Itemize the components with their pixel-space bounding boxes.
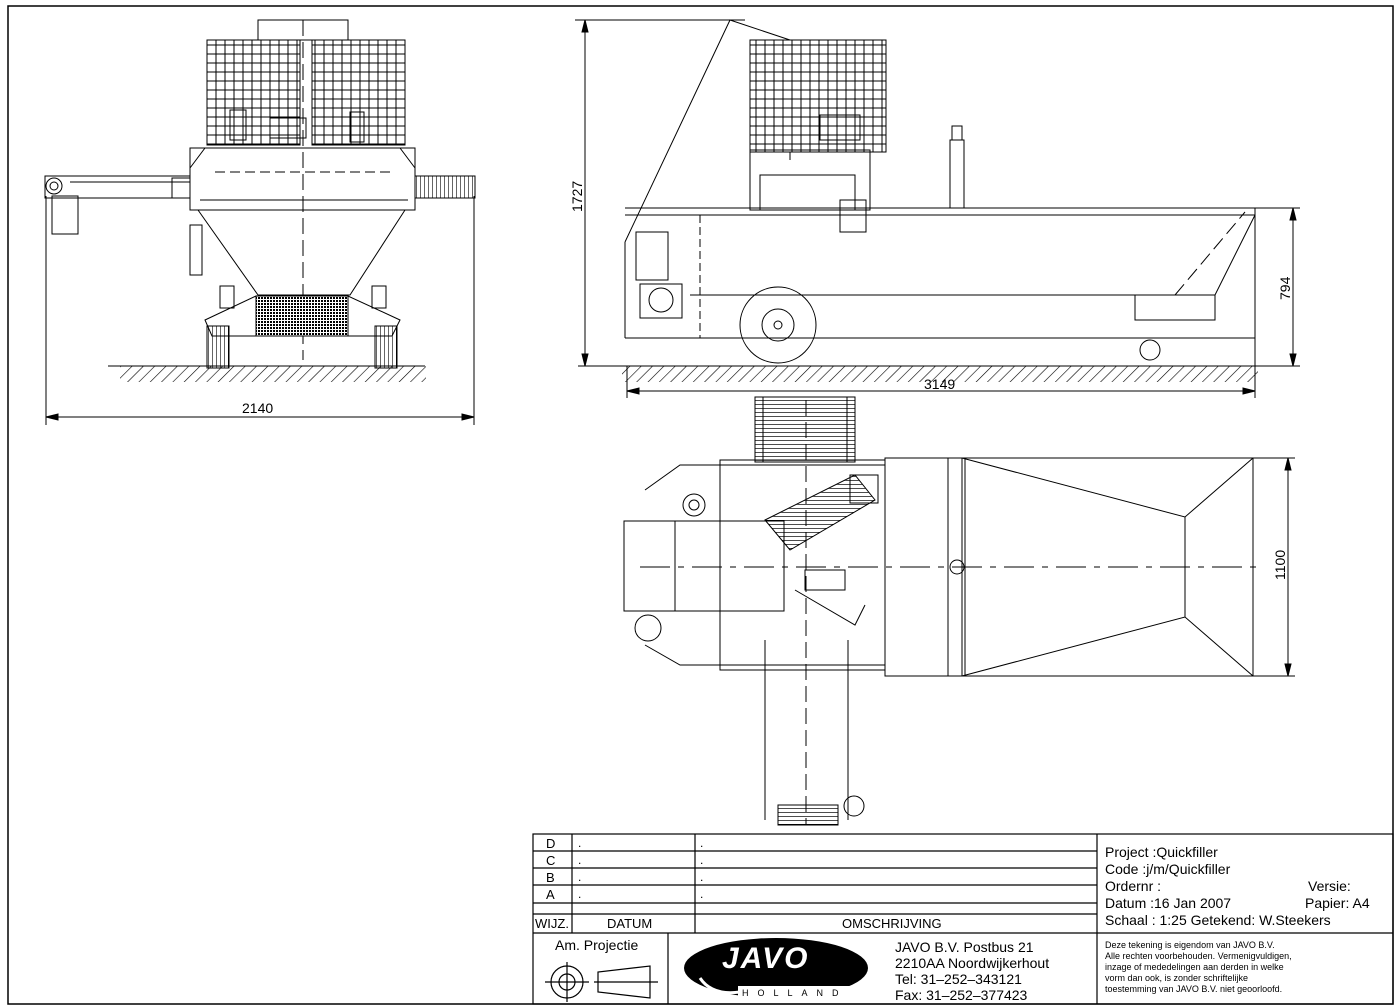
project-ordernr: Ordernr : [1105,878,1162,894]
side-view [575,19,1300,398]
dim-top-width: 1100 [1272,550,1288,580]
projection-label: Am. Projectie [555,937,639,953]
project-code: Code :j/m/Quickfiller [1105,861,1231,877]
logo-word: JAVO [722,942,810,975]
rev-letter-b: B [546,870,555,885]
header-omschrijving: OMSCHRIJVING [842,916,942,931]
header-wijz: WIJZ. [535,916,569,931]
notice-line-2: Alle rechten voorbehouden. Vermenigvuldi… [1105,951,1292,961]
dim-side-hopper-height: 794 [1277,276,1293,300]
notice-line-3: inzage of mededelingen aan derden in wel… [1105,962,1284,972]
notice-line-1: Deze tekening is eigendom van JAVO B.V. [1105,940,1275,950]
project-datum: Datum :16 Jan 2007 [1105,895,1232,911]
project-schaal: Schaal : 1:25 Getekend: W.Steekers [1105,912,1331,928]
notice-line-4: vorm dan ook, is zonder schriftelijke [1105,973,1249,983]
front-view [44,19,476,425]
project-name: Project :Quickfiller [1105,844,1218,860]
rev-desc-d: . [700,836,704,850]
project-papier: Papier: A4 [1305,895,1370,911]
rev-datum-b: . [578,870,582,884]
company-line-1: JAVO B.V. Postbus 21 [895,939,1034,955]
notice-line-5: toestemming van JAVO B.V. niet geoorloof… [1105,984,1283,994]
rev-datum-c: . [578,853,582,867]
top-view [623,396,1295,826]
rev-datum-a: . [578,887,582,901]
rev-desc-c: . [700,853,704,867]
dim-front-width: 2140 [242,400,273,416]
logo-subtitle: HOLLAND [742,988,848,998]
javo-logo [684,938,868,1000]
company-line-2: 2210AA Noordwijkerhout [895,955,1050,971]
dim-side-height: 1727 [569,181,585,212]
rev-datum-d: . [578,836,582,850]
rev-letter-a: A [546,887,555,902]
header-datum: DATUM [607,916,653,931]
rev-desc-b: . [700,870,704,884]
title-block-lines [532,833,1394,1005]
project-versie: Versie: [1308,878,1351,894]
company-line-3: Tel: 31–252–343121 [895,971,1022,987]
rev-letter-d: D [546,836,556,851]
company-line-4: Fax: 31–252–377423 [895,987,1028,1003]
dim-side-length: 3149 [924,376,955,392]
rev-desc-a: . [700,887,704,901]
rev-letter-c: C [546,853,556,868]
